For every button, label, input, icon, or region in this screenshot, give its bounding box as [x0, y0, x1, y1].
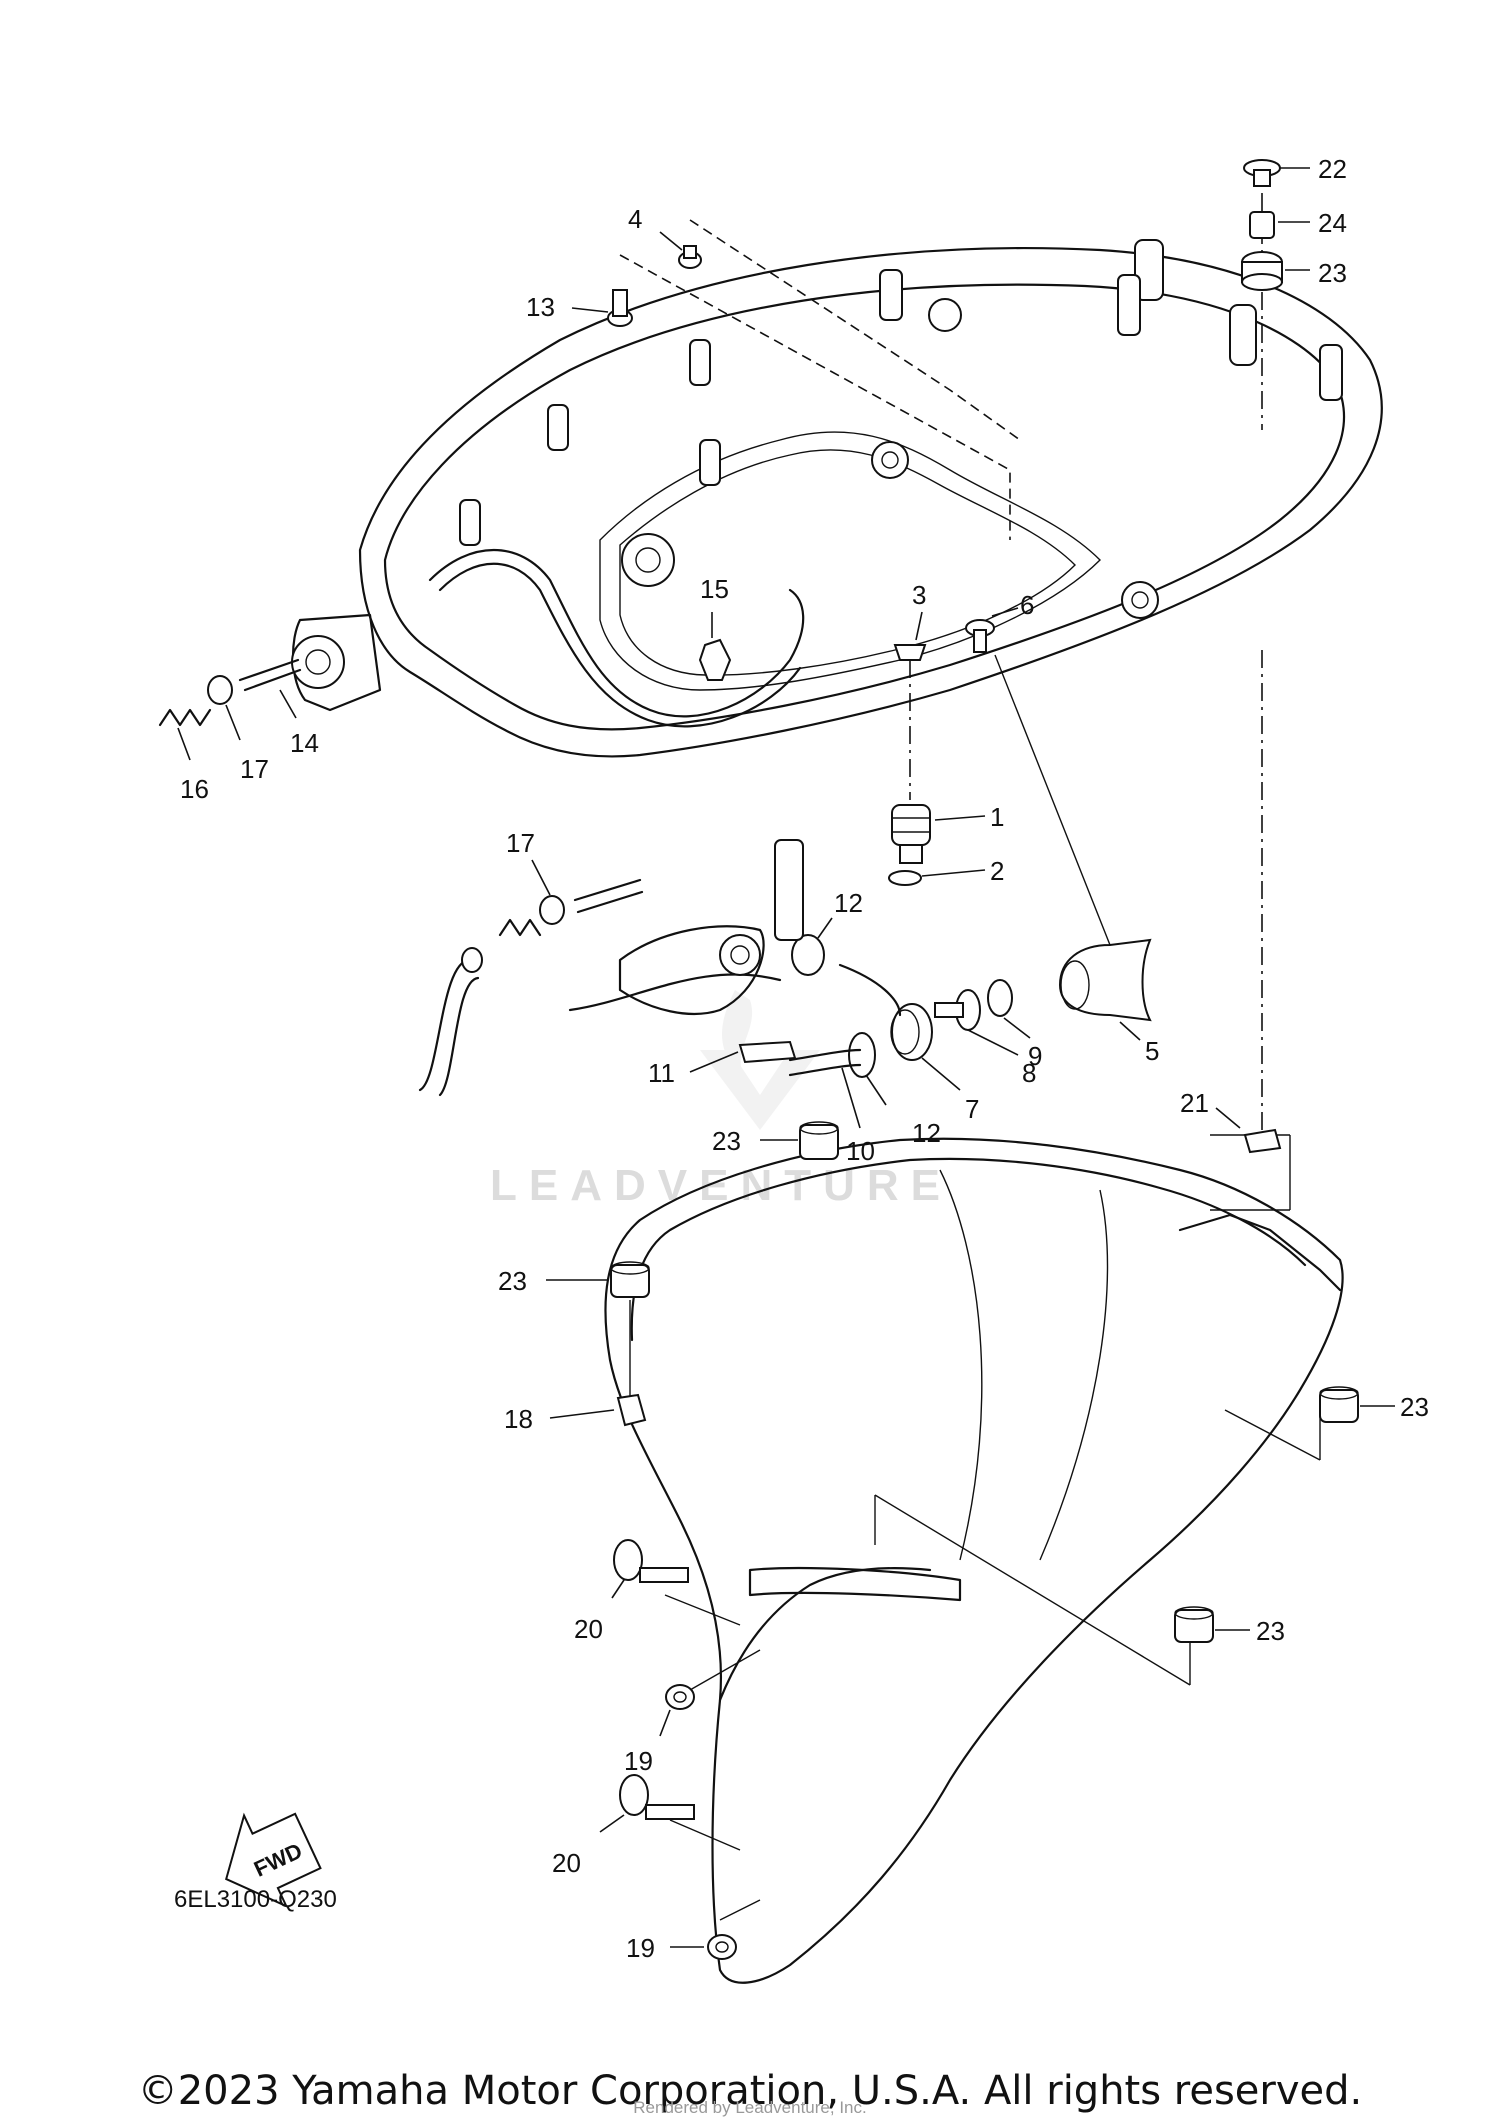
leader-line-6-5: [994, 654, 1111, 946]
part-4-plug: [678, 245, 702, 269]
leader-dash-4: [689, 219, 1021, 441]
callout-23b: 23: [712, 1126, 741, 1156]
part-24-collar: [1249, 211, 1275, 239]
callout-23c: 23: [498, 1266, 527, 1296]
callout-21: 21: [1180, 1088, 1209, 1118]
part-23-grommet-top: [1241, 251, 1283, 291]
fwd-arrow-icon: FWD: [225, 1812, 322, 1909]
part-11-clip: [738, 1040, 797, 1064]
part-19-nut-a: [665, 1684, 695, 1710]
part-5-cap: [1058, 938, 1152, 1022]
part-7-nut: [890, 1003, 933, 1061]
part-17-clip-b: [539, 895, 565, 925]
callout-6: 6: [1020, 590, 1034, 620]
callout-23: 23: [1318, 258, 1347, 288]
callout-24: 24: [1318, 208, 1347, 238]
callout-7: 7: [965, 1094, 979, 1124]
callout-22: 22: [1318, 154, 1347, 184]
part-12-clamp-b: [848, 1032, 876, 1078]
part-16-spring: [158, 708, 212, 727]
part-2-clip: [888, 870, 922, 886]
callout-3: 3: [912, 580, 926, 610]
copyright-notice: ©2023 Yamaha Motor Corporation, U.S.A. A…: [137, 2068, 1363, 2114]
callout-8: 8: [1022, 1058, 1036, 1088]
callout-13: 13: [526, 292, 555, 322]
part-18-clip: [616, 1393, 647, 1427]
part-15-clip: [698, 638, 732, 681]
callout-12b: 12: [912, 1118, 941, 1148]
leader-dash-13: [619, 254, 1011, 540]
callout-2: 2: [990, 856, 1004, 886]
callout-20b: 20: [552, 1848, 581, 1878]
part-17-clip-a: [207, 675, 233, 705]
callout-4: 4: [628, 204, 642, 234]
watermark-text: LEADVENTURE: [490, 1161, 952, 1210]
callout-23e: 23: [1256, 1616, 1285, 1646]
callout-15: 15: [700, 574, 729, 604]
part-20-bolt-b: [619, 1774, 695, 1820]
callout-19a: 19: [624, 1746, 653, 1776]
part-23-grommet-a: [799, 1121, 839, 1160]
part-23-grommet-b: [610, 1261, 650, 1298]
part-13-plug: [607, 289, 633, 327]
part-10-hose: [788, 1048, 862, 1062]
callout-12a: 12: [834, 888, 863, 918]
part-3-cap: [893, 644, 927, 661]
part-20-bolt-a: [613, 1539, 689, 1583]
callout-9: 9: [1028, 1041, 1042, 1071]
callout-17: 17: [240, 754, 269, 784]
part-1-grommet: [891, 804, 931, 864]
part-9-washer: [987, 979, 1013, 1017]
part-23-grommet-c: [1319, 1386, 1359, 1423]
part-22-screw: [1243, 159, 1281, 187]
part-21-clip: [1243, 1128, 1282, 1154]
lower-leaders: [629, 1134, 1321, 1921]
lower-bottom-cowling: [604, 1137, 1344, 1984]
part-19-nut-b: [707, 1934, 737, 1960]
part-14-shaft: [238, 658, 302, 692]
callout-18: 18: [504, 1404, 533, 1434]
callout-10: 10: [846, 1136, 875, 1166]
part-6-screw: [965, 619, 995, 653]
diagram-code: 6EL3100-Q230: [174, 1886, 337, 1913]
part-23-grommet-d: [1174, 1606, 1214, 1643]
callout-23d: 23: [1400, 1392, 1429, 1422]
rendered-by-credit: Rendered by Leadventure, Inc.: [633, 2098, 867, 2117]
watermark-logo: [700, 990, 820, 1130]
callout-16: 16: [180, 774, 209, 804]
callout-17b: 17: [506, 828, 535, 858]
part-8-fitting: [934, 989, 981, 1031]
upper-bottom-cowling: [291, 239, 1383, 758]
callout-14: 14: [290, 728, 319, 758]
callout-19b: 19: [626, 1933, 655, 1963]
callout-20a: 20: [574, 1614, 603, 1644]
callout-11: 11: [648, 1058, 675, 1088]
callout-1: 1: [990, 802, 1004, 832]
callouts: 22 24 23 4 13 15 3 6 1 2 14 17 16 17 12 …: [177, 154, 1429, 1963]
part-12-clamp-a: [791, 934, 825, 976]
callout-5: 5: [1145, 1036, 1159, 1066]
